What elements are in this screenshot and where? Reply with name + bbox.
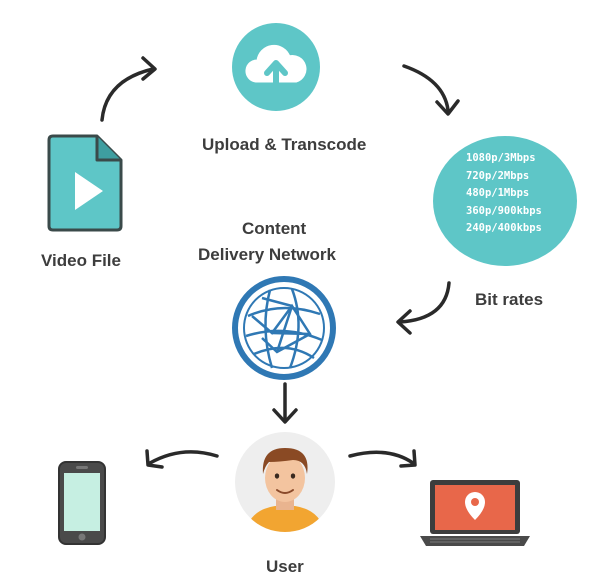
bit-rates-label: Bit rates bbox=[475, 290, 544, 309]
globe-network-icon bbox=[232, 276, 336, 380]
arrow-user-to-phone-head bbox=[145, 449, 164, 469]
arrow-bitrates-to-cdn bbox=[398, 281, 451, 324]
laptop-location-icon bbox=[420, 480, 530, 546]
bitrate-item: 480p/1Mbps bbox=[466, 187, 530, 199]
bitrates-list: 1080p/3Mbps 720p/2Mbps 480p/1Mbps 360p/9… bbox=[466, 150, 542, 238]
arrow-user-to-laptop bbox=[348, 450, 415, 465]
cdn-label-line2: Delivery Network bbox=[198, 245, 336, 264]
smartphone-icon bbox=[58, 461, 106, 545]
upload-transcode-label: Upload & Transcode bbox=[202, 135, 367, 154]
arrow-bitrates-to-cdn-head bbox=[396, 309, 412, 335]
user-avatar-icon bbox=[235, 432, 335, 532]
user-label: User bbox=[266, 557, 304, 576]
bitrate-item: 1080p/3Mbps bbox=[466, 152, 536, 164]
bitrates-circle bbox=[433, 136, 577, 266]
bitrate-item: 720p/2Mbps bbox=[466, 169, 530, 182]
arrow-upload-to-bitrates-head bbox=[435, 99, 460, 116]
arrow-user-to-laptop-head bbox=[399, 449, 417, 468]
video-file-icon bbox=[47, 134, 123, 232]
bitrate-item: 360p/900kbps bbox=[466, 204, 542, 217]
arrow-upload-to-bitrates bbox=[402, 64, 450, 112]
cdn-label-line1: Content bbox=[242, 219, 307, 238]
cloud-upload-icon bbox=[232, 23, 320, 111]
video-file-label: Video File bbox=[41, 251, 121, 270]
arrow-user-to-phone bbox=[148, 450, 219, 465]
arrow-file-to-upload-head bbox=[141, 56, 157, 81]
arrow-file-to-upload bbox=[100, 67, 155, 122]
bitrate-item: 240p/400kbps bbox=[466, 222, 542, 234]
arrow-cdn-to-user-head bbox=[272, 408, 298, 424]
